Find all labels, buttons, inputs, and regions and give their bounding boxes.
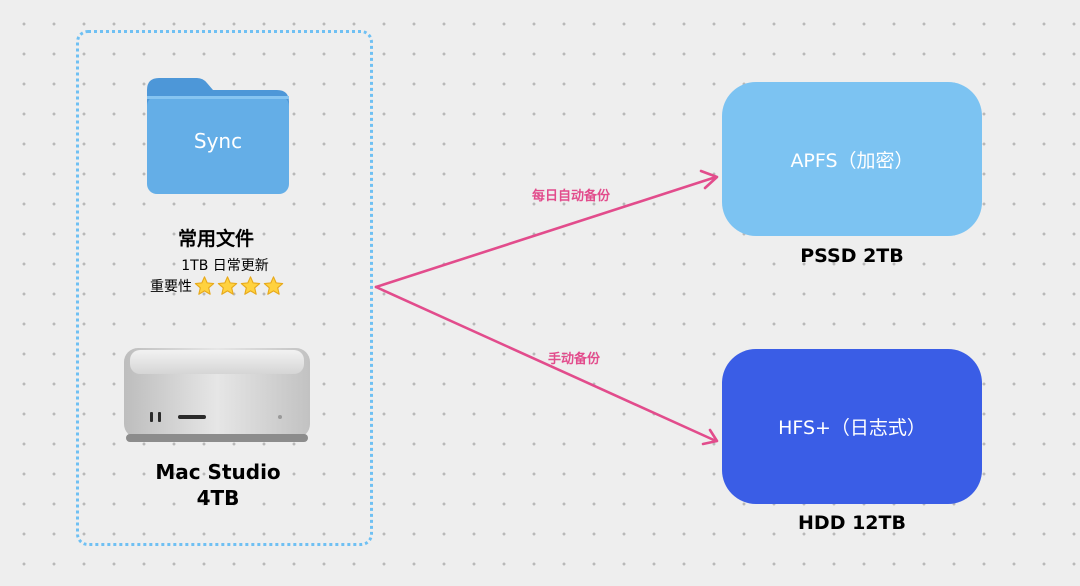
folder-label: Sync xyxy=(194,129,242,153)
computer-capacity: 4TB xyxy=(196,486,240,510)
arrowhead-manual-backup xyxy=(701,428,719,446)
folder-icon: Sync xyxy=(147,78,289,194)
importance-rating: 重要性 xyxy=(150,275,285,297)
computer-name: Mac Studio xyxy=(155,460,281,484)
star-icon xyxy=(217,276,238,295)
arrow-daily-backup xyxy=(374,175,718,289)
files-size: 1TB 日常更新 xyxy=(181,258,269,274)
source-group-border xyxy=(76,30,373,546)
target-hfs-box: HFS+（日志式） xyxy=(722,349,982,504)
rating-label: 重要性 xyxy=(150,279,192,295)
star-icon xyxy=(194,276,215,295)
edge-label-daily-backup: 每日自动备份 xyxy=(532,189,611,204)
edge-label-manual-backup: 手动备份 xyxy=(548,352,601,367)
arrowhead-daily-backup xyxy=(699,169,719,190)
target-hdd-caption: HDD 12TB xyxy=(798,512,906,534)
target-hfs-label: HFS+（日志式） xyxy=(778,417,926,439)
target-apfs-label: APFS（加密） xyxy=(790,149,914,172)
target-apfs-box: APFS（加密） xyxy=(722,82,982,236)
star-icon xyxy=(263,276,284,295)
star-icon xyxy=(240,276,261,295)
target-pssd-caption: PSSD 2TB xyxy=(800,245,904,267)
mac-studio-icon xyxy=(124,348,310,442)
arrow-manual-backup xyxy=(374,285,718,443)
files-title: 常用文件 xyxy=(177,228,254,250)
